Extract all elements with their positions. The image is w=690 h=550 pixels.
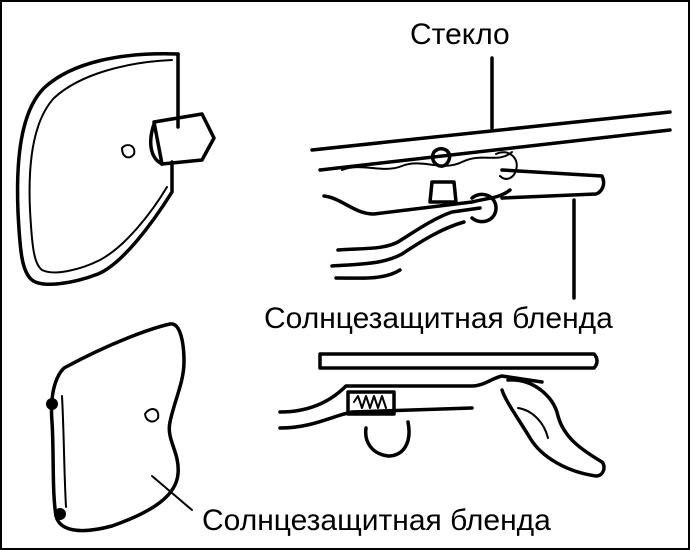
rail-lower-2 xyxy=(330,220,466,268)
hinge-spring xyxy=(353,395,387,409)
visor-clip xyxy=(152,112,216,166)
rail-lower-1 xyxy=(336,206,482,252)
label-glass: Стекло xyxy=(410,18,510,51)
rail-hook xyxy=(470,192,498,224)
hinge-bracket xyxy=(346,390,396,416)
sun-visor-hinge-edge xyxy=(61,395,67,508)
label-sun-visor-bottom: Солнцезащитная бленда xyxy=(202,504,551,537)
leader-visor-bottom xyxy=(151,475,193,511)
rail-lower-3 xyxy=(334,268,402,280)
visor-clip-front xyxy=(148,122,164,166)
hinge-base-lower xyxy=(278,406,474,430)
visor-hinge-section-view xyxy=(278,352,606,478)
sun-visor-blade-top xyxy=(500,168,606,200)
visor-catch xyxy=(495,151,518,180)
sun-visor-panel-view xyxy=(46,322,193,533)
visor-rail-upper xyxy=(322,188,512,216)
roof-opening-inner-edge xyxy=(28,59,173,274)
glass-seal xyxy=(341,151,513,171)
roof-opening-view xyxy=(15,52,216,286)
rail-pivot-ring xyxy=(430,147,452,168)
hinge-base-upper xyxy=(278,374,544,414)
label-sun-visor-top: Солнцезащитная бленда xyxy=(264,302,613,335)
visor-pivot-hole-lower xyxy=(144,408,160,423)
glass-bottom-edge xyxy=(318,128,672,172)
sun-visor-blade-bottom xyxy=(500,378,606,478)
roof-rail-bar xyxy=(318,352,599,370)
visor-hinge-bolt xyxy=(46,398,58,410)
glass-section-view xyxy=(310,56,672,300)
sun-visor-outline xyxy=(49,322,186,533)
visor-hinge-bolt-lower xyxy=(54,508,66,520)
glass-top-edge xyxy=(310,110,672,152)
rail-pivot-nut xyxy=(428,180,458,204)
visor-pivot-hole xyxy=(121,144,136,159)
hinge-knuckle xyxy=(363,420,411,458)
roof-opening-outline xyxy=(15,52,180,286)
visor-blade-edge xyxy=(517,407,549,439)
